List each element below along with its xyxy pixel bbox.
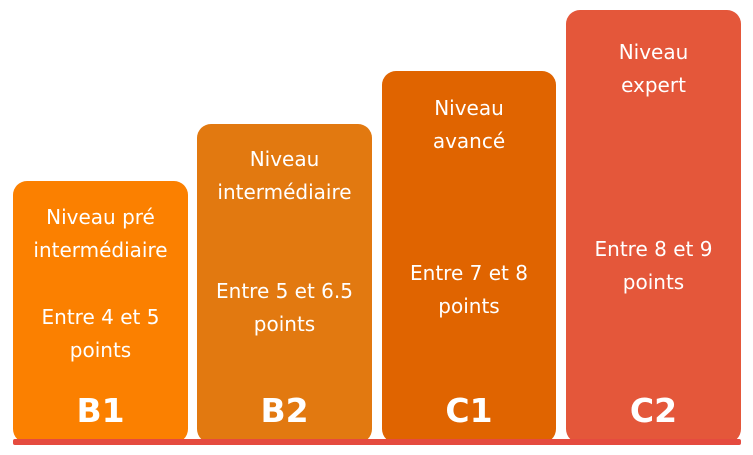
level-card-b2: Niveau intermédiaire Entre 5 et 6.5 poin… bbox=[197, 124, 372, 443]
level-title: Niveau intermédiaire bbox=[217, 147, 352, 204]
level-title: Niveau pré intermédiaire bbox=[33, 205, 168, 262]
level-code: B1 bbox=[76, 391, 125, 430]
level-card-c1: Niveau avancé Entre 7 et 8 points C1 bbox=[382, 71, 556, 443]
level-score-range: Entre 8 et 9 points bbox=[594, 237, 713, 294]
level-code: B2 bbox=[260, 391, 309, 430]
level-score-range: Entre 7 et 8 points bbox=[410, 261, 528, 318]
level-score-range: Entre 4 et 5 points bbox=[41, 305, 160, 362]
level-card-c2: Niveau expert Entre 8 et 9 points C2 bbox=[566, 10, 741, 443]
baseline-bar bbox=[13, 439, 741, 445]
level-title: Niveau avancé bbox=[432, 96, 506, 153]
level-code: C1 bbox=[445, 391, 493, 430]
level-score-range: Entre 5 et 6.5 points bbox=[216, 279, 353, 336]
level-card-b1: Niveau pré intermédiaire Entre 4 et 5 po… bbox=[13, 181, 188, 443]
level-title: Niveau expert bbox=[618, 40, 689, 97]
level-code: C2 bbox=[629, 391, 678, 430]
